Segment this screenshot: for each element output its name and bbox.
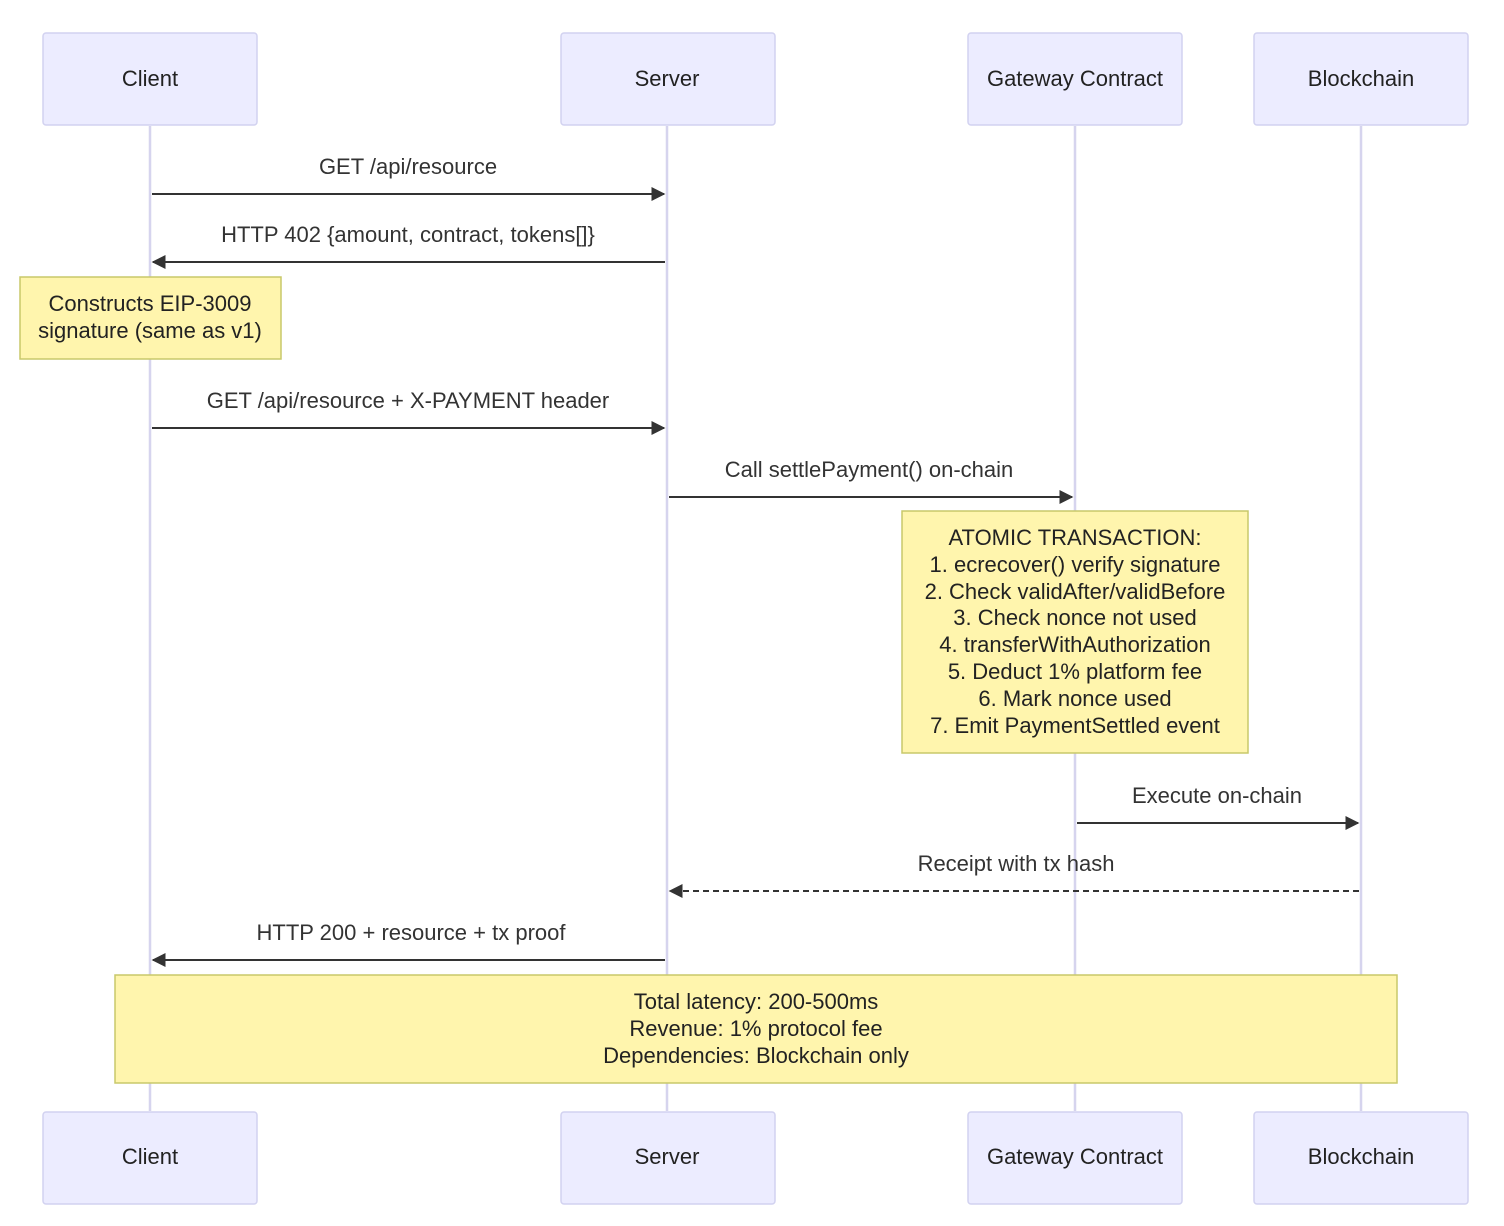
actor-server-top: Server xyxy=(560,32,776,126)
note-line: 2. Check validAfter/validBefore xyxy=(925,579,1226,604)
note-line: signature (same as v1) xyxy=(38,318,262,343)
note-summary: Total latency: 200-500ms Revenue: 1% pro… xyxy=(114,974,1398,1084)
actor-label: Gateway Contract xyxy=(987,66,1163,91)
actor-gateway-top: Gateway Contract xyxy=(967,32,1183,126)
actor-server-bottom: Server xyxy=(560,1111,776,1205)
note-gateway: ATOMIC TRANSACTION: 1. ecrecover() verif… xyxy=(901,510,1249,754)
note-line: 7. Emit PaymentSettled event xyxy=(930,713,1220,738)
actor-label: Server xyxy=(635,66,700,91)
note-client: Constructs EIP-3009 signature (same as v… xyxy=(19,276,282,360)
actor-label: Client xyxy=(122,66,178,91)
actor-client-top: Client xyxy=(42,32,258,126)
message-label: HTTP 402 {amount, contract, tokens[]} xyxy=(221,222,595,247)
actor-blockchain-top: Blockchain xyxy=(1253,32,1469,126)
note-line: 4. transferWithAuthorization xyxy=(939,632,1210,657)
actor-label: Client xyxy=(122,1144,178,1169)
note-line: Dependencies: Blockchain only xyxy=(603,1043,909,1068)
message-label: GET /api/resource + X-PAYMENT header xyxy=(207,388,610,413)
note-line: 1. ecrecover() verify signature xyxy=(930,552,1221,577)
message-label: GET /api/resource xyxy=(319,154,497,179)
actor-gateway-bottom: Gateway Contract xyxy=(967,1111,1183,1205)
message-label: Call settlePayment() on-chain xyxy=(725,457,1014,482)
actor-label: Blockchain xyxy=(1308,66,1414,91)
note-line: 6. Mark nonce used xyxy=(978,686,1171,711)
note-line: Revenue: 1% protocol fee xyxy=(629,1016,882,1041)
actor-client-bottom: Client xyxy=(42,1111,258,1205)
note-line: Total latency: 200-500ms xyxy=(634,989,879,1014)
note-line: Constructs EIP-3009 xyxy=(49,291,252,316)
actor-blockchain-bottom: Blockchain xyxy=(1253,1111,1469,1205)
note-line: 5. Deduct 1% platform fee xyxy=(948,659,1202,684)
actor-label: Gateway Contract xyxy=(987,1144,1163,1169)
actor-label: Blockchain xyxy=(1308,1144,1414,1169)
message-label: HTTP 200 + resource + tx proof xyxy=(257,920,567,945)
note-line: ATOMIC TRANSACTION: xyxy=(948,525,1201,550)
message-label: Execute on-chain xyxy=(1132,783,1302,808)
actor-label: Server xyxy=(635,1144,700,1169)
message-label: Receipt with tx hash xyxy=(918,851,1115,876)
note-line: 3. Check nonce not used xyxy=(953,605,1196,630)
